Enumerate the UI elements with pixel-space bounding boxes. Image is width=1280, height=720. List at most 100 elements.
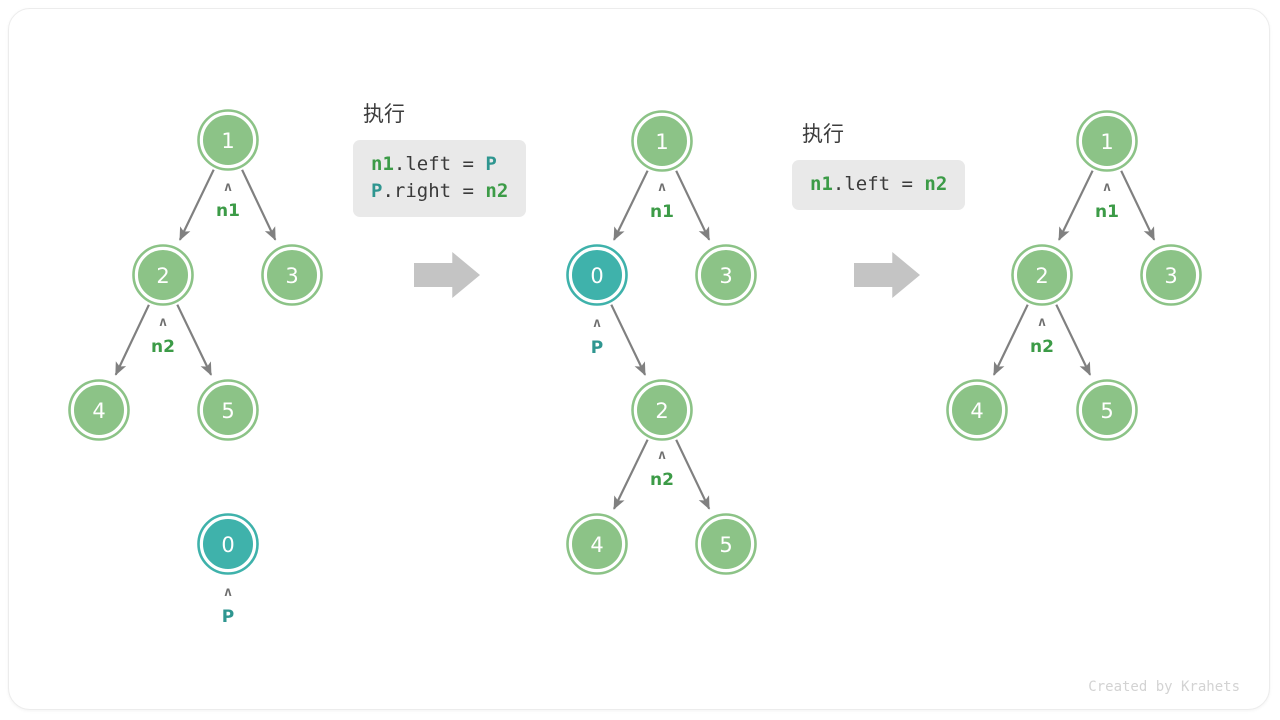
node-fill [203, 385, 253, 435]
node-inner-ring [1013, 246, 1071, 304]
code-token: .right = [382, 179, 486, 202]
node-value: 5 [719, 533, 732, 557]
node-value: 3 [285, 264, 298, 288]
node-fill [138, 250, 188, 300]
node-inner-ring [1142, 246, 1200, 304]
tree-node: 5 [1076, 379, 1138, 441]
pointer-label: P [222, 607, 234, 627]
node-inner-ring [263, 246, 321, 304]
tree-edge [675, 170, 711, 241]
node-value: 5 [221, 399, 234, 423]
tree-node: 5 [695, 513, 757, 575]
pointer-label: n2 [650, 470, 674, 490]
pointer-annotation: ʌP [591, 316, 603, 358]
tree-edge [1120, 170, 1156, 241]
code-token: n1 [810, 173, 833, 195]
tree-edge [613, 170, 649, 241]
caret-icon: ʌ [224, 585, 232, 600]
node-inner-ring [134, 246, 192, 304]
tree-node: 0 [197, 513, 259, 575]
node-value: 0 [221, 533, 234, 557]
node-inner-ring [697, 246, 755, 304]
caret-icon: ʌ [1038, 315, 1046, 330]
tree-node: 2 [132, 244, 194, 306]
code-token: P [371, 179, 383, 202]
tree-edge [675, 439, 711, 510]
node-fill [572, 519, 622, 569]
tree-node: 2 [631, 379, 693, 441]
node-fill [1146, 250, 1196, 300]
node-value: 4 [590, 533, 603, 557]
tree-node: 3 [695, 244, 757, 306]
tree-node: 1 [1076, 110, 1138, 172]
node-value: 1 [655, 130, 668, 154]
tree-edge [1055, 304, 1092, 376]
node-fill [1082, 116, 1132, 166]
node-fill [74, 385, 124, 435]
tree-node: 0 [566, 244, 628, 306]
node-inner-ring [1078, 112, 1136, 170]
node-inner-ring [199, 111, 257, 169]
node-fill [267, 250, 317, 300]
node-fill [701, 519, 751, 569]
node-fill [952, 385, 1002, 435]
transition-arrow-icon [414, 252, 480, 298]
pointer-label: n1 [216, 201, 240, 221]
node-inner-ring [697, 515, 755, 573]
node-value: 5 [1100, 399, 1113, 423]
node-inner-ring [199, 515, 257, 573]
tree-edge [992, 304, 1029, 376]
node-value: 4 [92, 399, 105, 423]
code-token: n1 [371, 153, 394, 175]
code-token: n2 [924, 173, 948, 195]
tree-edge [114, 304, 150, 376]
pointer-annotation: ʌn2 [151, 315, 175, 357]
tree-node: 1 [631, 110, 693, 172]
caret-icon: ʌ [159, 315, 167, 330]
node-fill [637, 385, 687, 435]
edges-layer [114, 169, 1156, 510]
code-token: .left = [393, 153, 486, 175]
code-snippet-box: n1.left = n2 [792, 160, 966, 210]
node-value: 2 [1035, 264, 1048, 288]
node-fill [701, 250, 751, 300]
pointer-annotation: ʌn1 [650, 180, 674, 222]
tree-node: 3 [1140, 244, 1202, 306]
node-fill [1017, 250, 1067, 300]
node-inner-ring [199, 381, 257, 439]
tree-edge [178, 169, 215, 241]
credit-label: Created by Krahets [1088, 679, 1240, 695]
exec-title: 执行 [363, 102, 405, 126]
pointer-annotation: ʌn2 [650, 448, 674, 490]
pointer-label: n2 [1030, 337, 1054, 357]
pointer-annotation: ʌn1 [1095, 180, 1119, 222]
node-value: 2 [655, 399, 668, 423]
code-line: n1.left = n2 [810, 171, 947, 198]
tree-edge [1058, 170, 1094, 241]
pointer-annotation: ʌP [222, 585, 234, 627]
node-inner-ring [633, 112, 691, 170]
tree-node: 2 [1011, 244, 1073, 306]
transition-arrow-icon [854, 252, 920, 298]
tree-node: 1 [197, 109, 259, 171]
tree-node: 5 [197, 379, 259, 441]
node-inner-ring [633, 381, 691, 439]
node-fill [637, 116, 687, 166]
node-inner-ring [70, 381, 128, 439]
nodes-layer: 1 2 3 4 5 0 1 0 3 2 4 5 1 2 3 4 5 [68, 109, 1202, 575]
node-value: 2 [156, 264, 169, 288]
node-value: 1 [1100, 130, 1113, 154]
pointer-label: P [591, 338, 603, 358]
tree-node: 4 [566, 513, 628, 575]
tree-edge [610, 304, 647, 376]
tree-edge [613, 439, 649, 510]
node-value: 4 [970, 399, 983, 423]
caret-icon: ʌ [224, 180, 232, 195]
node-value: 3 [719, 264, 732, 288]
caret-icon: ʌ [1103, 180, 1111, 195]
node-value: 1 [221, 129, 234, 153]
